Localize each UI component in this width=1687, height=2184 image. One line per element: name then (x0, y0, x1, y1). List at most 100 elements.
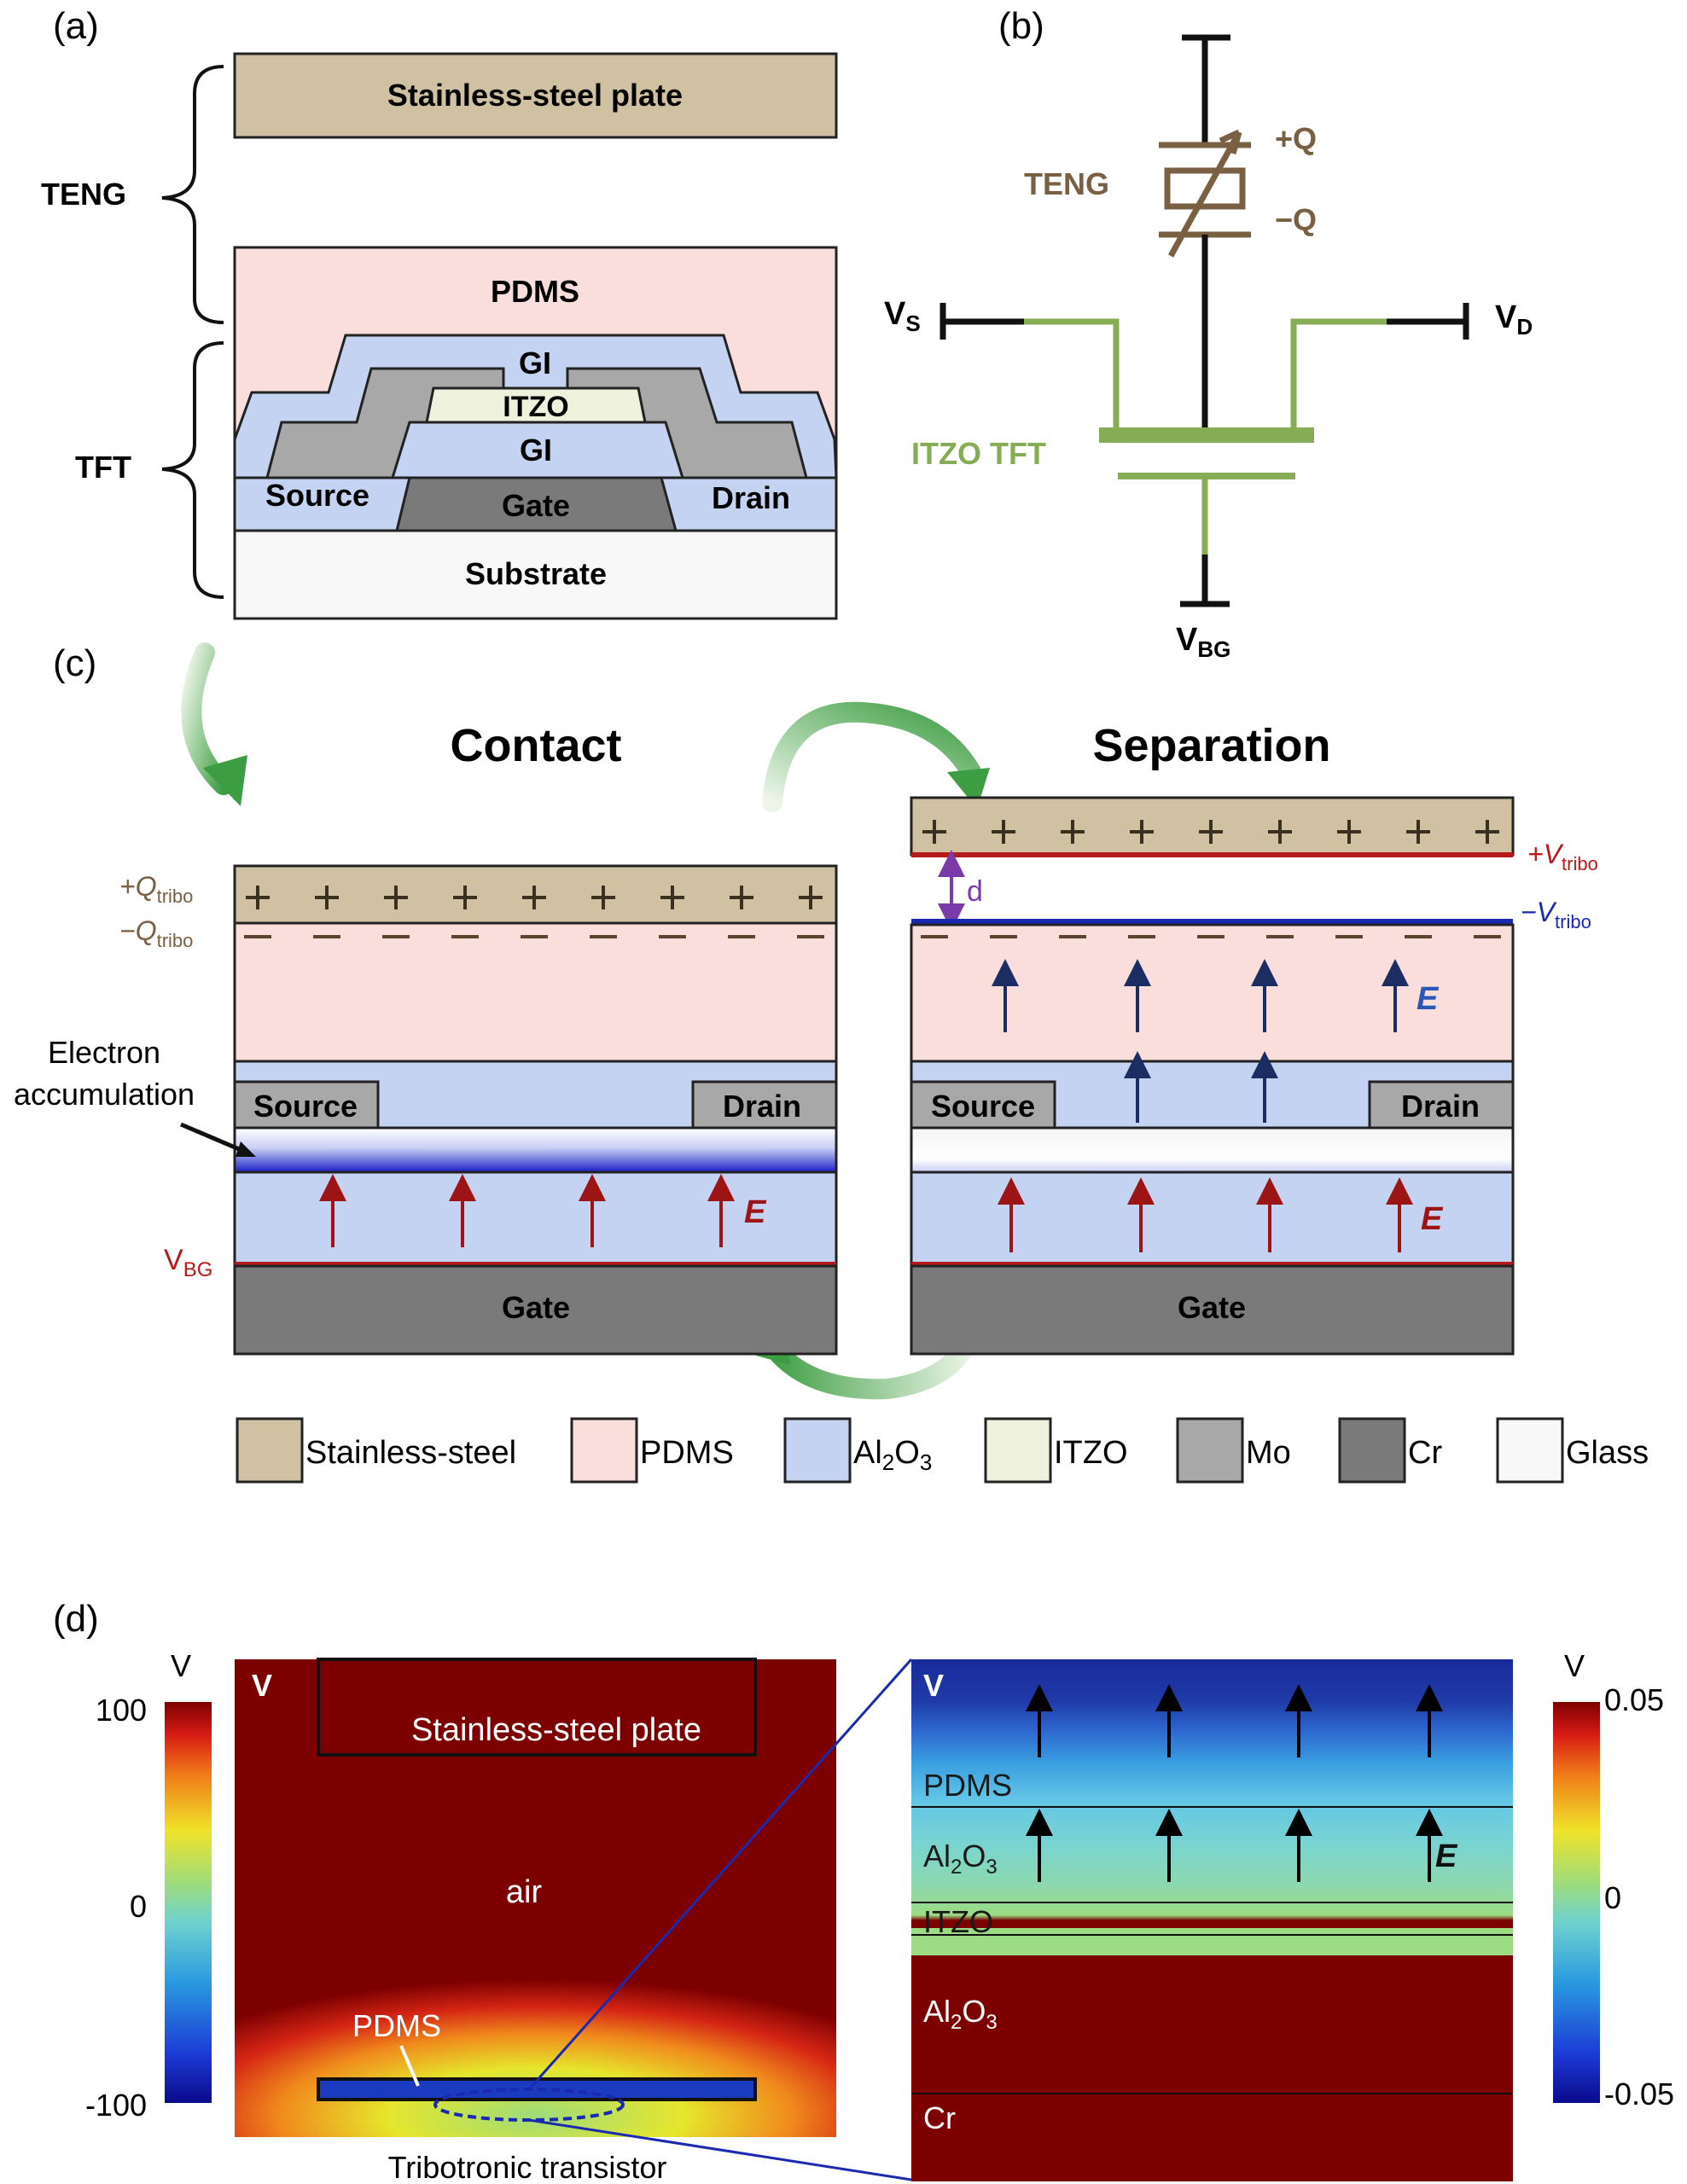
legend-swatch (570, 1417, 638, 1484)
legend-swatch (236, 1417, 304, 1484)
separation-drain (1368, 1080, 1515, 1130)
right-colorbar (1553, 1702, 1600, 2103)
plus-charge-icon (384, 886, 408, 909)
plus-v-tribo-label: +Vtribo (1527, 839, 1598, 874)
contact-drain (691, 1080, 838, 1130)
panel-label-b: (b) (998, 5, 1044, 47)
right-map-field-arrows (1026, 1684, 1443, 1882)
minus-v-tribo-label: −Vtribo (1521, 897, 1591, 932)
left-colorbar (165, 1702, 212, 2103)
separation-source-label: Source (931, 1089, 1035, 1124)
contact-drain-label: Drain (723, 1089, 801, 1124)
legend-item: PDMS (570, 1417, 734, 1484)
steel-plate-layer (233, 52, 838, 139)
plus-charge-icon (246, 886, 270, 909)
right-map-itzo-label: ITZO (923, 1904, 993, 1939)
contact-vbg-label: VBG (164, 1244, 212, 1281)
left-tick-top: 100 (96, 1693, 147, 1728)
legend-label: Cr (1408, 1435, 1442, 1471)
plus-charge-icon (1268, 820, 1292, 844)
gi-bottom-label: GI (520, 433, 552, 468)
legend-label: PDMS (640, 1435, 734, 1471)
itzo-tft-label: ITZO TFT (911, 436, 1046, 471)
right-map-al2o3-top-label: Al2O3 (923, 1838, 998, 1879)
right-map-field-e-label: E (1435, 1838, 1458, 1874)
separation-bottom-field-e-label: E (1421, 1201, 1444, 1237)
minus-q-label: −Q (1275, 202, 1317, 237)
right-potential-map: V PDMS Al2O3 E ITZO Al2O3 Cr (911, 1659, 1513, 2181)
left-colorbar-unit: V (171, 1648, 191, 1683)
teng-variable-capacitor (1159, 129, 1251, 258)
left-map-steel-label: Stainless-steel plate (411, 1712, 701, 1748)
right-map-pdms-label: PDMS (923, 1768, 1012, 1803)
contact-source-label: Source (253, 1089, 358, 1124)
contact-plus-charges (246, 886, 823, 909)
tft-brace (161, 341, 224, 599)
electron-accumulation-label-1: Electron (48, 1035, 160, 1070)
panel-label-d: (d) (53, 1598, 99, 1640)
cycle-arrow-to-separation (762, 701, 981, 812)
substrate-layer (233, 529, 838, 620)
separation-gate (910, 1264, 1515, 1356)
electron-accumulation-pointer (180, 1122, 250, 1156)
plus-charge-icon (453, 886, 477, 909)
contact-gate (233, 1264, 838, 1356)
gate-label: Gate (502, 488, 570, 523)
teng-circuit-label: TENG (1024, 166, 1109, 201)
drain-label: Drain (712, 480, 790, 515)
right-tick-top: 0.05 (1604, 1682, 1664, 1717)
left-map-steel-plate (317, 1658, 757, 1757)
right-map-v-label: V (923, 1668, 944, 1703)
legend-label: Glass (1566, 1435, 1649, 1471)
contact-title: Contact (451, 720, 622, 771)
separation-top-field-arrows (992, 959, 1409, 1123)
legend-swatch (984, 1417, 1052, 1484)
plus-charge-icon (1061, 820, 1085, 844)
panel-b-circuit: TENG +Q −Q VS VD ITZO TFT VBG (884, 34, 1533, 662)
itzo-label: ITZO (503, 391, 568, 423)
legend-swatch (1496, 1417, 1564, 1484)
right-tick-bottom: -0.05 (1604, 2077, 1674, 2111)
contact-source (233, 1080, 380, 1130)
legend-item: Al2O3 (783, 1417, 932, 1484)
separation-device: d Source Drain E E Gate (910, 796, 1515, 1356)
plus-q-label: +Q (1275, 121, 1317, 156)
legend-swatch (783, 1417, 852, 1484)
separation-drain-label: Drain (1401, 1089, 1480, 1124)
plus-charge-icon (922, 820, 946, 844)
left-map-air-label: air (506, 1874, 543, 1910)
separation-plus-charges (922, 820, 1499, 844)
legend-label: Stainless-steel (305, 1435, 516, 1471)
plus-charge-icon (1475, 820, 1499, 844)
left-tick-mid: 0 (130, 1889, 147, 1924)
legend-label: ITZO (1054, 1435, 1128, 1471)
contact-minus-q-label: −Qtribo (119, 915, 193, 951)
right-colorbar-unit: V (1564, 1648, 1585, 1683)
panel-label-c: (c) (53, 642, 96, 684)
left-potential-map: Stainless-steel plate V air PDMS (235, 1658, 836, 2137)
separation-source (910, 1080, 1056, 1130)
source-label: Source (265, 478, 369, 513)
panel-d-simulation: V 100 0 -100 Stainless-steel plate V air… (85, 1648, 1674, 2184)
separation-title: Separation (1092, 720, 1330, 771)
vd-label: VD (1495, 299, 1533, 340)
left-map-v-label: V (252, 1668, 272, 1703)
plus-charge-icon (799, 886, 823, 909)
tft-brace-label: TFT (75, 450, 131, 485)
separation-top-field-e-label: E (1416, 981, 1440, 1017)
teng-brace (161, 65, 224, 324)
contact-bottom-field-arrows (319, 1174, 735, 1247)
left-map-pdms-label: PDMS (352, 2008, 441, 2043)
plus-charge-icon (730, 886, 753, 909)
right-tick-mid: 0 (1604, 1880, 1621, 1915)
contact-gate-label: Gate (502, 1290, 570, 1325)
plus-charge-icon (591, 886, 615, 909)
plus-charge-icon (1130, 820, 1154, 844)
left-tick-bottom: -100 (85, 2088, 147, 2123)
legend-item: Stainless-steel (236, 1417, 516, 1484)
legend-label: Al2O3 (853, 1435, 932, 1475)
contact-channel-accumulation (233, 1126, 838, 1174)
panel-label-a: (a) (53, 5, 99, 47)
